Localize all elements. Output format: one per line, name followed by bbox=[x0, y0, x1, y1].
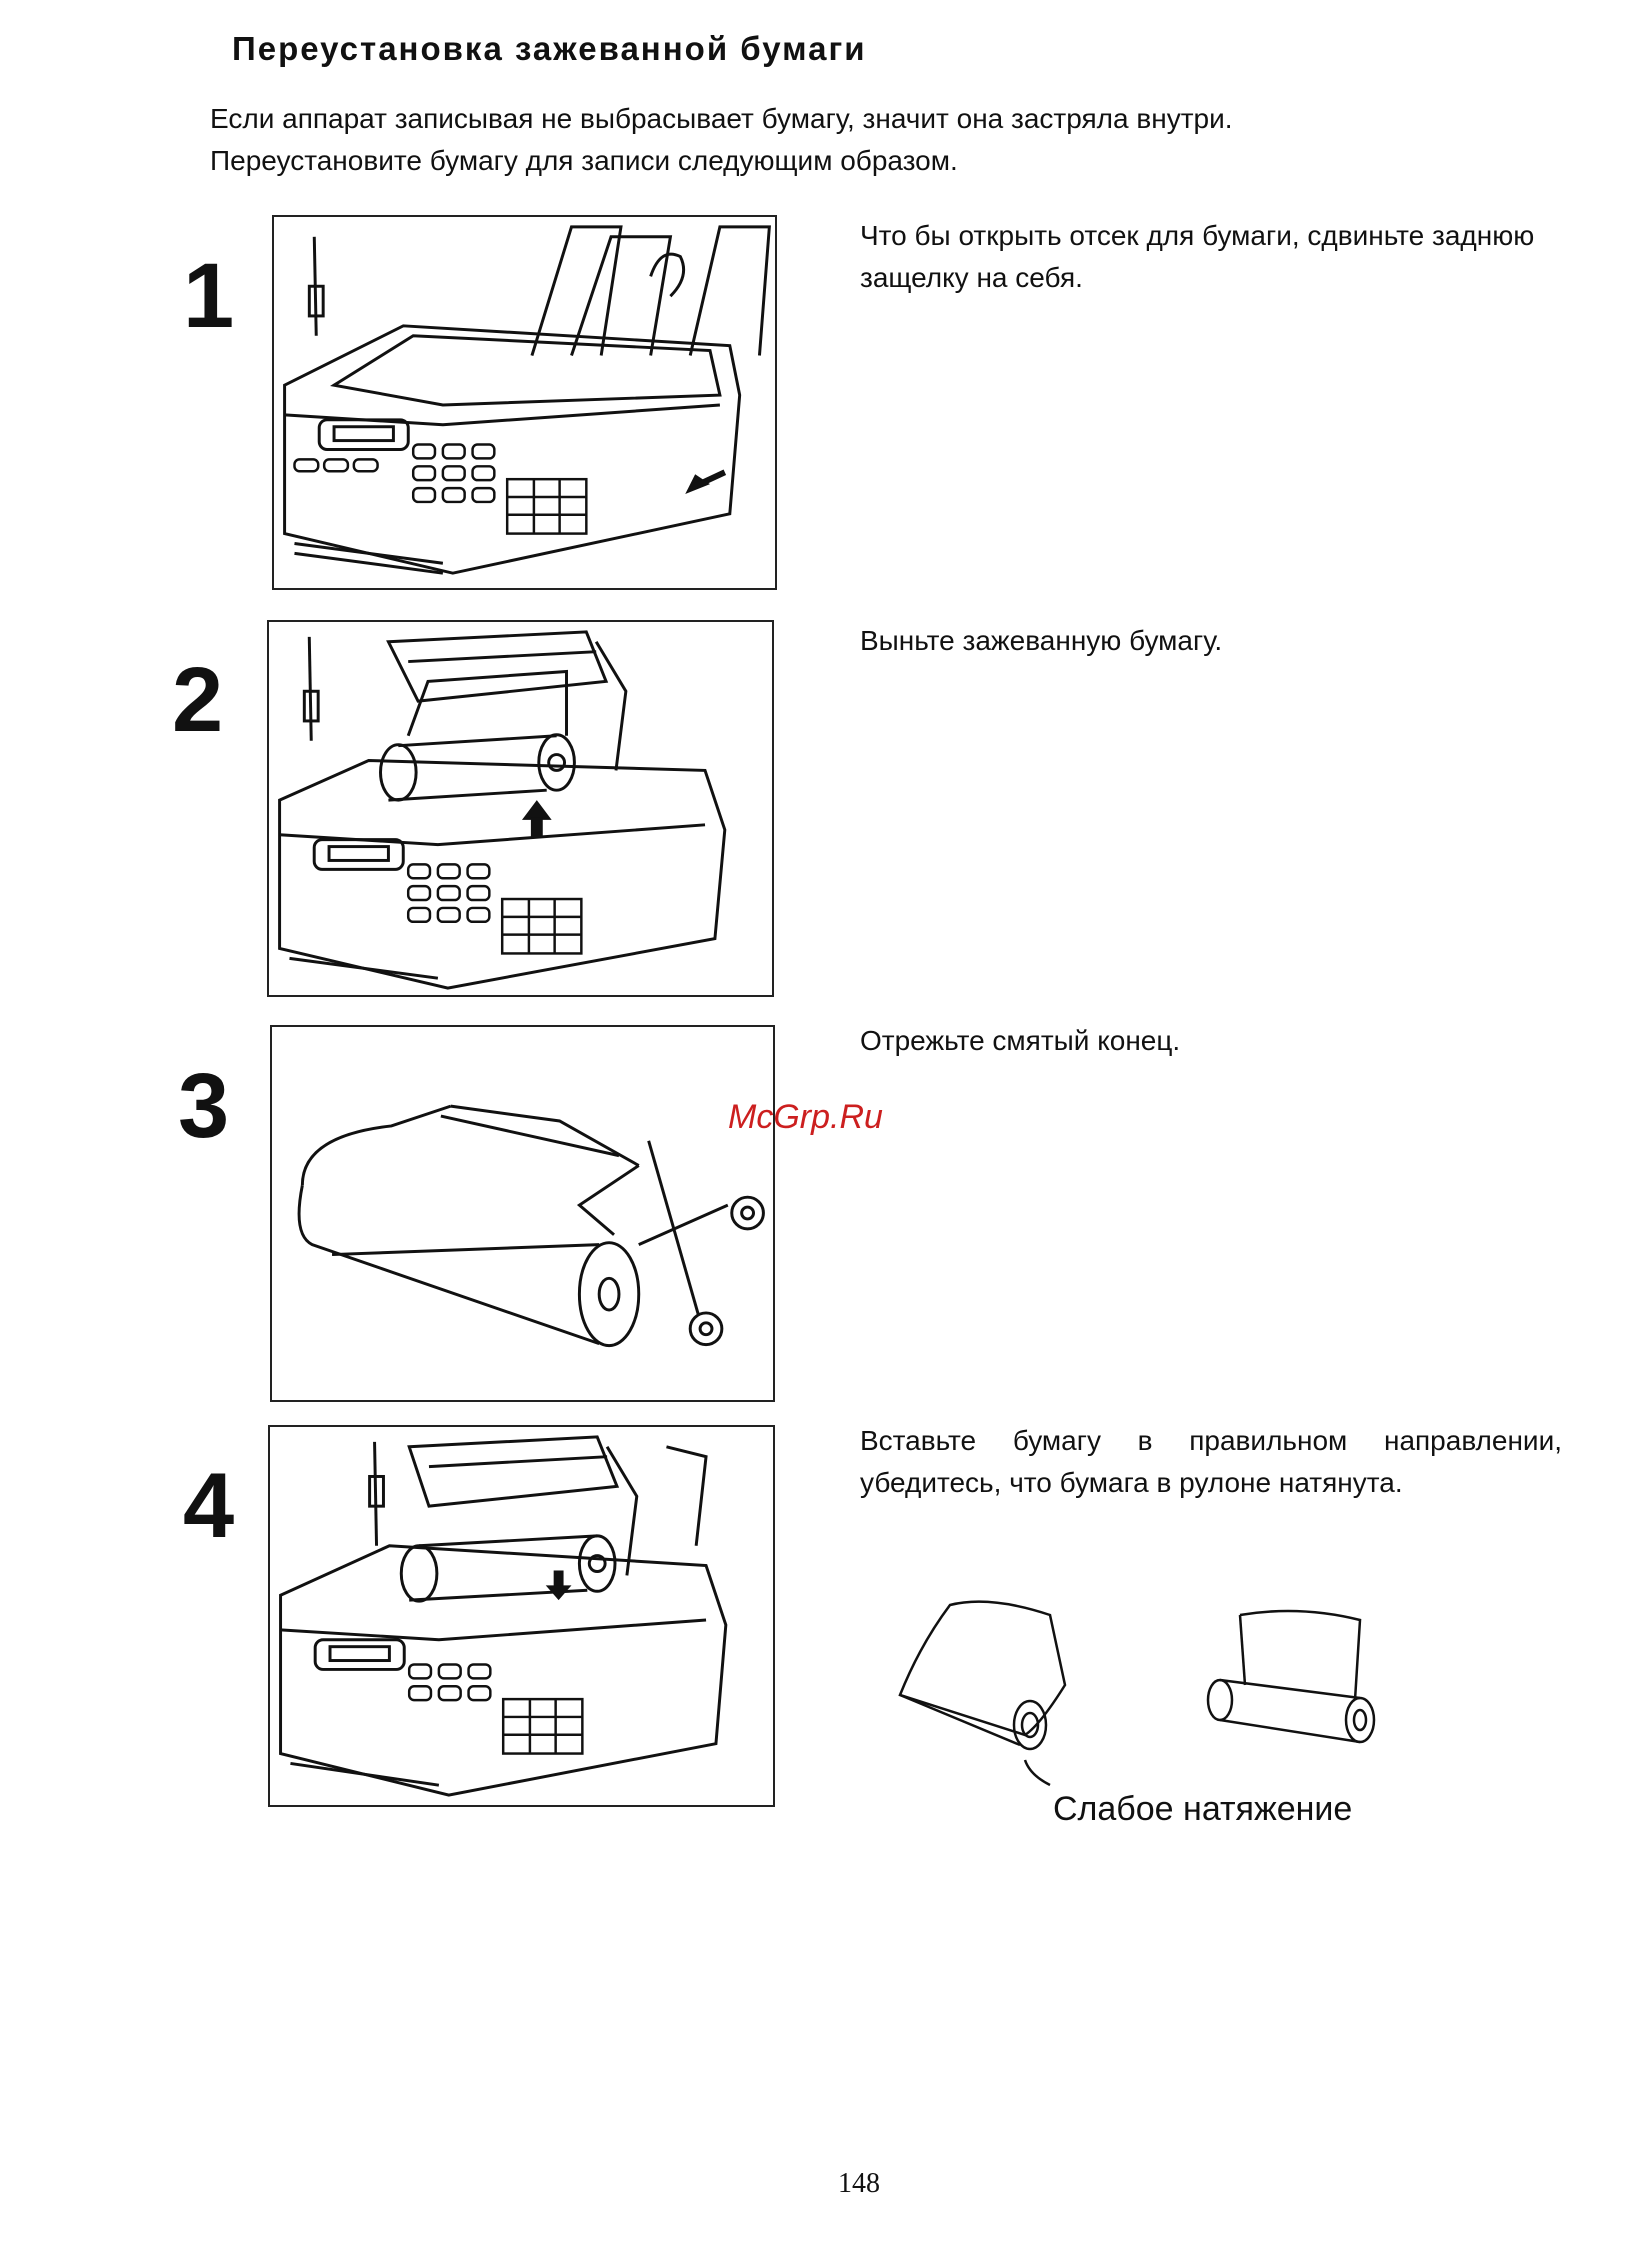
step-4-illustration bbox=[268, 1425, 775, 1807]
step-1-illustration bbox=[272, 215, 777, 590]
paper-rolls-drawing bbox=[898, 1600, 1376, 1787]
step-3-illustration bbox=[270, 1025, 775, 1402]
step-2-number: 2 bbox=[172, 649, 224, 751]
intro-text: Если аппарат записывая не выбрасывает бу… bbox=[210, 98, 1510, 182]
tension-caption: Слабое натяжение bbox=[1053, 1790, 1353, 1828]
step-2-illustration bbox=[267, 620, 774, 997]
step-1-number: 1 bbox=[183, 245, 235, 347]
intro-line-2: Переустановите бумагу для записи следующ… bbox=[210, 145, 958, 176]
page-number: 148 bbox=[838, 2168, 880, 2199]
fax-machine-closed-drawing bbox=[283, 225, 771, 575]
page-title: Переустановка зажеванной бумаги bbox=[232, 30, 867, 67]
step-3-number: 3 bbox=[178, 1055, 230, 1157]
step-3-text: Отрежьте смятый конец. bbox=[860, 1025, 1181, 1056]
watermark: McGrp.Ru bbox=[728, 1098, 883, 1136]
paper-roll-scissors-drawing bbox=[297, 1104, 765, 1348]
fax-machine-insert-paper-drawing bbox=[279, 1435, 728, 1797]
fax-machine-open-drawing bbox=[278, 630, 727, 990]
step-2-text: Выньте зажеванную бумагу. bbox=[860, 625, 1223, 656]
step-4-text: Вставьте бумагу в правильном направлении… bbox=[860, 1425, 1562, 1498]
step-4-number: 4 bbox=[183, 1455, 235, 1557]
paper-tension-illustration bbox=[880, 1585, 1400, 1815]
step-1-text: Что бы открыть отсек для бумаги, сдвиньт… bbox=[860, 220, 1535, 293]
intro-line-1: Если аппарат записывая не выбрасывает бу… bbox=[210, 103, 1233, 134]
